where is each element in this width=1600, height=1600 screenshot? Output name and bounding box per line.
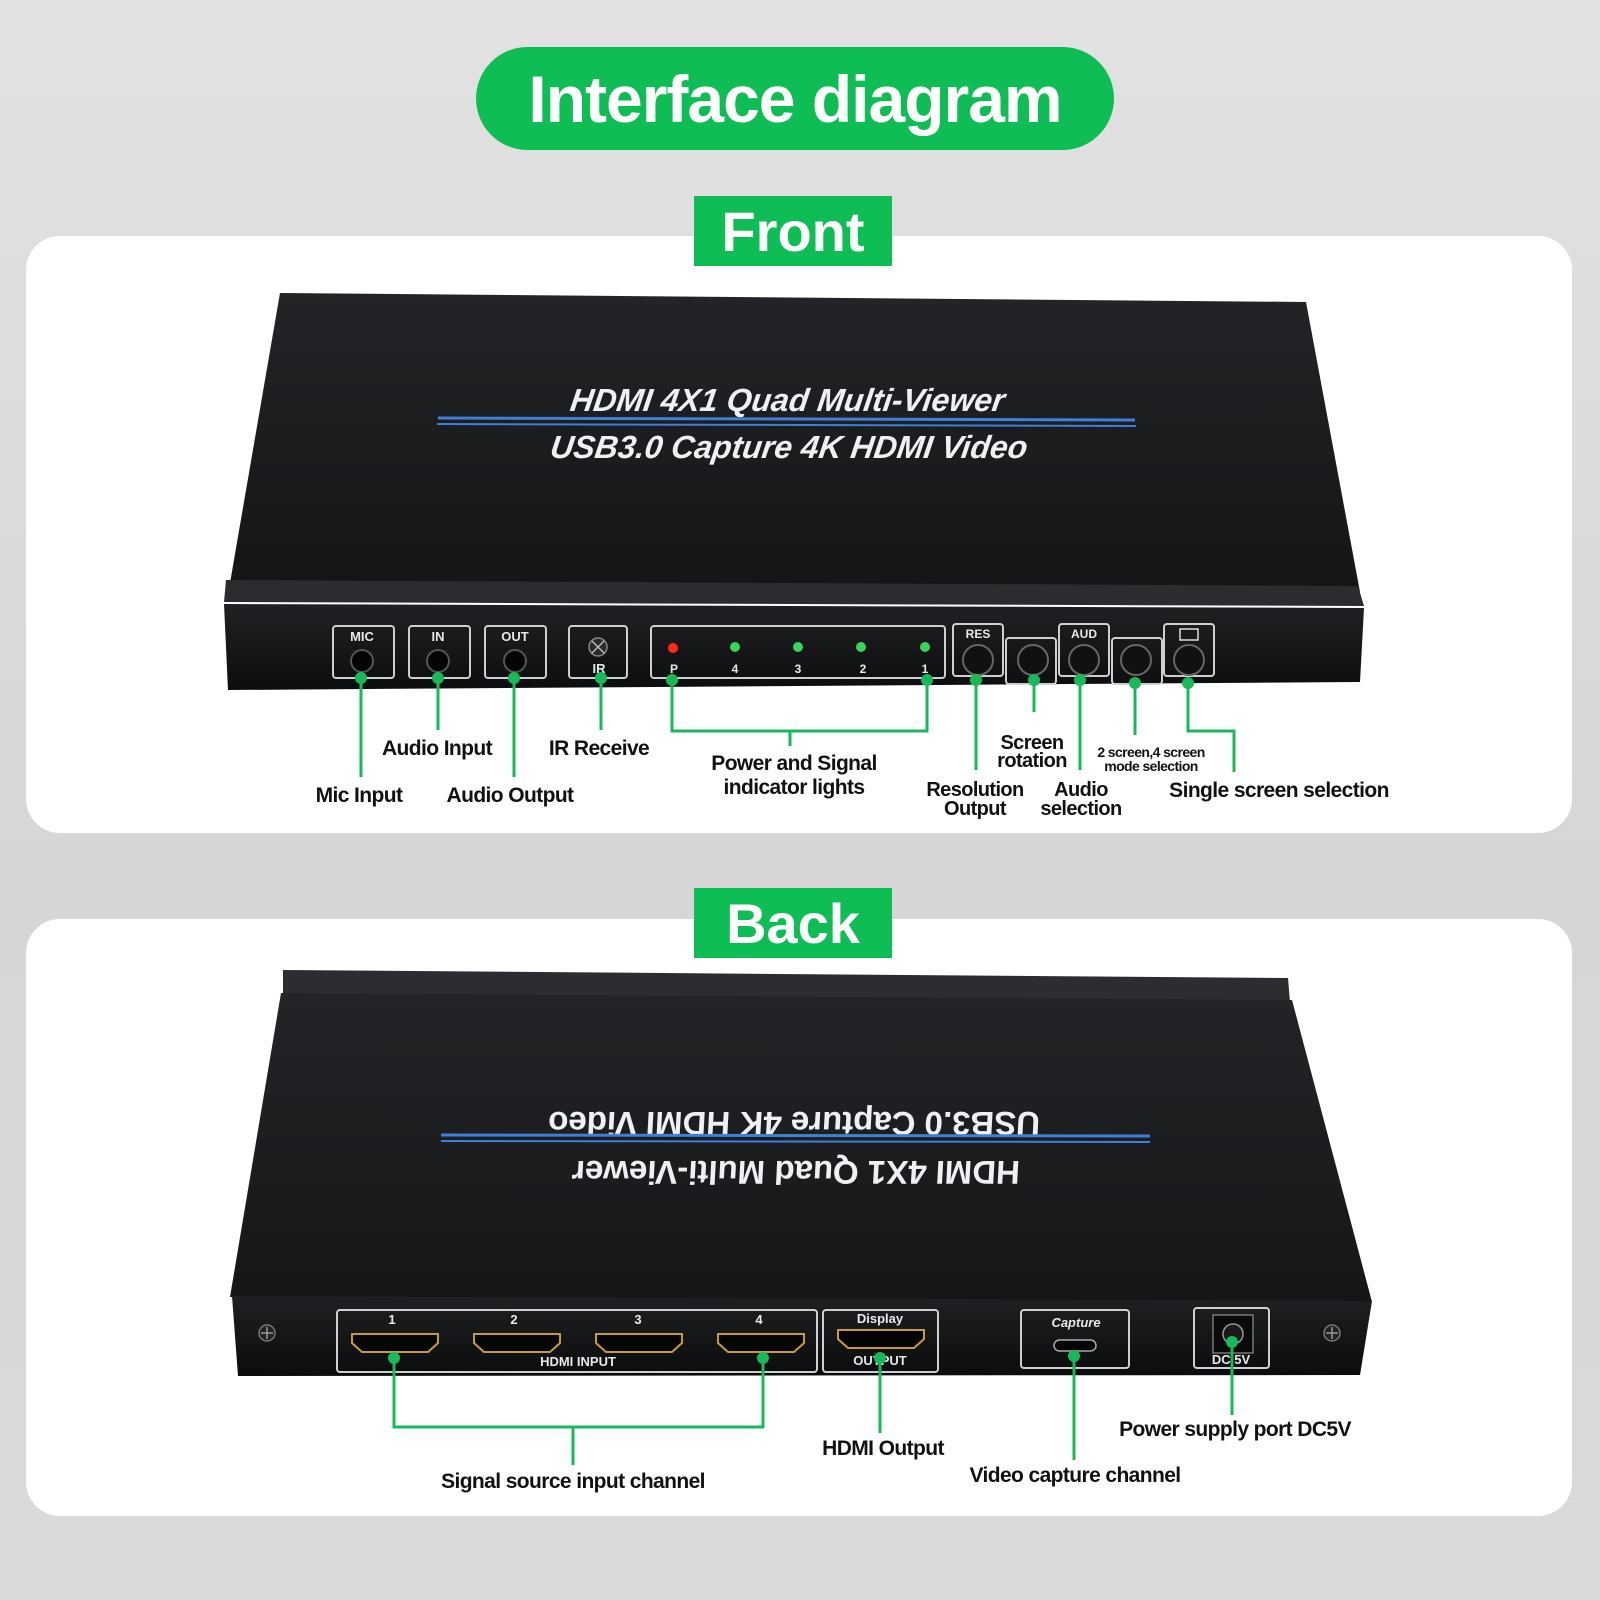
page-title: Interface diagram xyxy=(476,47,1114,150)
power-signal-label-1: Power and Signal xyxy=(711,752,876,775)
mic-input-label: Mic Input xyxy=(316,784,403,807)
led-label-3: 3 xyxy=(795,662,802,676)
hdmi-input-1-number: 1 xyxy=(388,1312,395,1327)
hdmi-output-label: HDMI Output xyxy=(822,1437,944,1460)
screen-rotation-label-2: rotation xyxy=(997,750,1067,772)
back-device-rim xyxy=(283,970,1290,1002)
led-signal-1: 1 xyxy=(920,642,930,676)
front-stripe-1 xyxy=(437,416,1136,422)
single-screen-icon xyxy=(1179,628,1199,641)
back-stripe-2 xyxy=(440,1140,1151,1143)
led-label-1: 1 xyxy=(922,662,929,676)
front-stripe-2 xyxy=(436,423,1137,427)
hdmi-input-2-number: 2 xyxy=(510,1312,517,1327)
hdmi-input-4-number: 4 xyxy=(755,1312,763,1327)
resolution-label-1: Resolution xyxy=(926,779,1023,801)
led-signal-3: 3 xyxy=(793,642,803,676)
mode-selection-label-1: 2 screen,4 screen xyxy=(1097,744,1204,760)
front-tag: Front xyxy=(694,196,892,266)
led-label-2: 2 xyxy=(860,662,867,676)
aud-label: AUD xyxy=(1071,627,1097,641)
mode-selection-label-2: mode selection xyxy=(1104,758,1198,774)
audio-in-port-label: IN xyxy=(432,629,445,644)
screw-right-icon xyxy=(1323,1324,1341,1342)
front-device-top xyxy=(230,293,1360,592)
back-device-top xyxy=(230,993,1372,1302)
hdmi-input-3-number: 3 xyxy=(634,1312,641,1327)
hdmi-output-port[interactable]: Display OUTPUT xyxy=(822,1309,939,1373)
power-supply-label: Power supply port DC5V xyxy=(1119,1418,1351,1441)
mic-port[interactable]: MIC xyxy=(332,625,395,679)
audio-input-label: Audio Input xyxy=(382,737,493,760)
mic-port-label: MIC xyxy=(350,629,374,644)
hdmi-input-3[interactable]: 3 xyxy=(595,1312,683,1353)
led-signal-2: 2 xyxy=(856,642,867,676)
hdmi-input-label: HDMI INPUT xyxy=(540,1354,616,1369)
front-device-line1: HDMI 4X1 Quad Multi-Viewer xyxy=(568,382,1009,418)
audio-selection-label-2: selection xyxy=(1040,798,1121,820)
audio-output-label: Audio Output xyxy=(447,784,575,807)
ir-receive-label: IR Receive xyxy=(549,737,649,760)
front-device-lip xyxy=(224,580,1364,606)
front-device-line2: USB3.0 Capture 4K HDMI Video xyxy=(548,429,1030,465)
led-box xyxy=(650,625,946,679)
signal-source-label: Signal source input channel xyxy=(441,1470,705,1493)
single-screen-label: Single screen selection xyxy=(1169,779,1389,802)
display-label: Display xyxy=(857,1311,904,1326)
resolution-label-2: Output xyxy=(944,798,1007,820)
led-label-4: 4 xyxy=(732,662,739,676)
audio-out-port-label: OUT xyxy=(501,629,529,644)
hdmi-input-2[interactable]: 2 xyxy=(473,1312,561,1353)
led-power-indicator: P xyxy=(668,643,678,676)
hdmi-input-box xyxy=(336,1309,818,1373)
audio-selection-label-1: Audio xyxy=(1054,779,1108,801)
hdmi-input-1[interactable]: 1 xyxy=(351,1312,439,1353)
back-device-line1: HDMI 4X1 Quad Multi-Viewer xyxy=(568,1153,1023,1190)
led-label-p: P xyxy=(670,662,678,676)
res-label: RES xyxy=(966,627,991,641)
capture-label: Capture xyxy=(1051,1315,1100,1330)
back-stripe-1 xyxy=(440,1133,1151,1138)
single-screen-button[interactable] xyxy=(1163,623,1215,677)
back-device-text: USB3.0 Capture 4K HDMI Video HDMI 4X1 Qu… xyxy=(546,1104,1043,1190)
audio-in-port[interactable]: IN xyxy=(408,625,471,679)
screw-left-icon xyxy=(258,1324,276,1342)
back-tag: Back xyxy=(694,888,892,958)
screen-rotation-label-1: Screen xyxy=(1000,732,1063,754)
power-signal-label-2: indicator lights xyxy=(724,776,865,799)
video-capture-label: Video capture channel xyxy=(969,1464,1180,1487)
hdmi-input-4[interactable]: 4 xyxy=(717,1312,805,1353)
led-signal-4: 4 xyxy=(730,642,740,676)
